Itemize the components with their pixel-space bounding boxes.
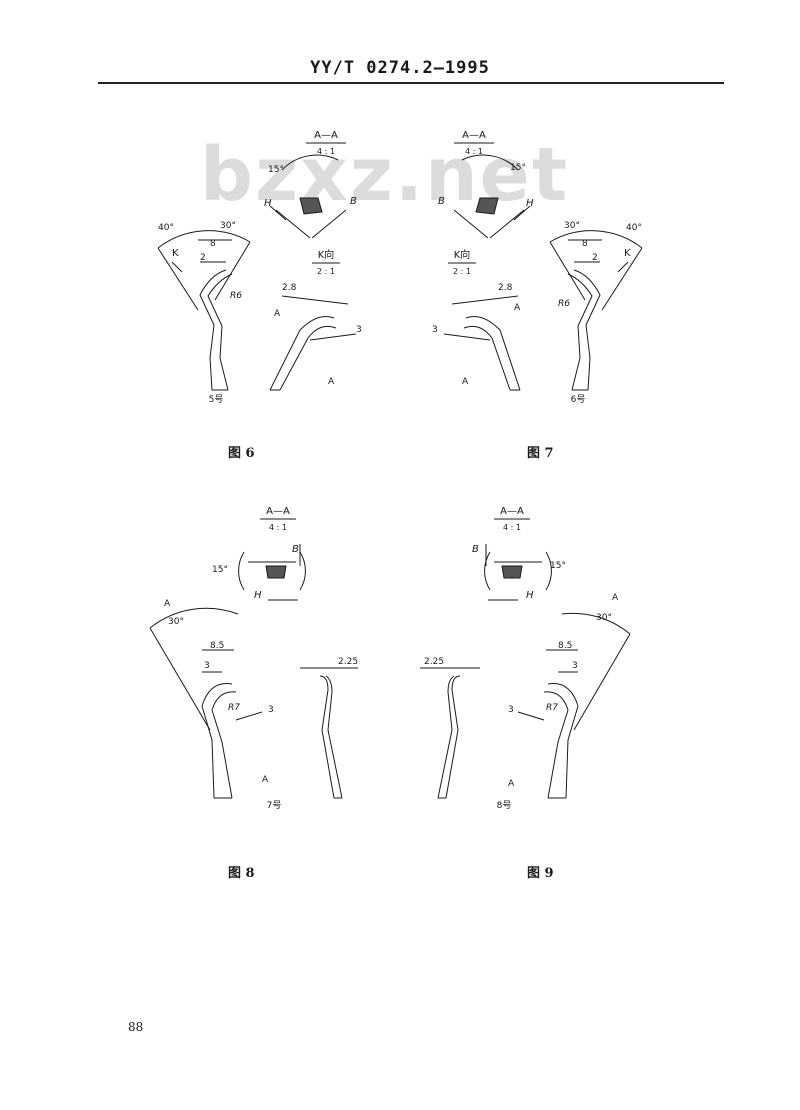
fig6-angle-section: 15° — [268, 165, 284, 175]
fig6-dim-2: 2 — [200, 253, 206, 263]
fig9-A-lower: A — [508, 779, 515, 789]
fig9-radius: R7 — [546, 703, 558, 713]
fig7-A-lower: A — [462, 377, 469, 387]
header-rule — [98, 82, 724, 84]
watermark: bzxz.net — [200, 132, 570, 218]
fig7-view-scale: 2 : 1 — [453, 267, 471, 276]
fig9-section-title: A—A — [500, 506, 524, 517]
fig9-section-scale: 4 : 1 — [503, 523, 521, 532]
figure-8-drawing: A—A 4 : 1 15° B H A 30° 8.5 3 R7 3 — [149, 506, 358, 811]
fig7-label-B: B — [438, 196, 445, 207]
fig9-model: 8号 — [497, 800, 512, 811]
fig8-dim-8-5: 8.5 — [210, 641, 224, 651]
fig8-section-title: A—A — [266, 506, 290, 517]
fig6-A-lower: A — [328, 377, 335, 387]
fig7-section-scale: 4 : 1 — [465, 147, 483, 156]
fig7-angle-section: 15° — [510, 163, 526, 173]
fig8-dim-3-top: 3 — [204, 661, 210, 671]
fig6-section-title: A—A — [314, 130, 338, 141]
fig6-dim-8: 8 — [210, 239, 216, 249]
fig8-A-lower: A — [262, 775, 269, 785]
page-number: 88 — [128, 1020, 144, 1034]
fig7-section-title: A—A — [462, 130, 486, 141]
fig7-K: K — [624, 248, 631, 259]
fig6-angle-right: 30° — [220, 221, 236, 231]
fig8-dim-3-side: 3 — [268, 705, 274, 715]
figure-7-drawing: A—A 4 : 1 15° B H 30° 40° K 8 2 R6 — [432, 130, 643, 405]
fig7-dim-2-8: 2.8 — [498, 283, 513, 293]
fig6-angle-left: 40° — [158, 223, 174, 233]
fig8-section-scale: 4 : 1 — [269, 523, 287, 532]
fig8-radius: R7 — [228, 703, 240, 713]
fig9-dim-3-top: 3 — [572, 661, 578, 671]
figure-9-caption: 图 9 — [527, 866, 554, 881]
fig9-angle-section: 15° — [550, 561, 566, 571]
fig8-angle-section: 15° — [212, 565, 228, 575]
fig6-A-upper: A — [274, 309, 281, 319]
fig8-model: 7号 — [267, 800, 282, 811]
fig7-A-upper: A — [514, 303, 521, 313]
fig6-label-B: B — [350, 196, 357, 207]
fig6-K: K — [172, 248, 179, 259]
fig9-dim-3-side: 3 — [508, 705, 514, 715]
fig6-dim-2-8: 2.8 — [282, 283, 297, 293]
fig7-dim-8: 8 — [582, 239, 588, 249]
figure-6-caption: 图 6 — [228, 446, 255, 461]
fig9-label-H: H — [526, 590, 534, 601]
fig7-label-H: H — [526, 198, 534, 209]
fig6-label-H: H — [264, 198, 272, 209]
fig6-section-scale: 4 : 1 — [317, 147, 335, 156]
fig9-dim-8-5: 8.5 — [558, 641, 572, 651]
fig7-radius: R6 — [558, 299, 570, 309]
fig6-view-title: K向 — [318, 248, 335, 261]
fig7-angle-right: 40° — [626, 223, 642, 233]
fig9-A-upper: A — [612, 593, 619, 603]
fig9-dim-2-25: 2.25 — [424, 657, 444, 667]
fig6-dim-3: 3 — [356, 325, 362, 335]
fig7-angle-left: 30° — [564, 221, 580, 231]
fig7-dim-3: 3 — [432, 325, 438, 335]
figure-6-drawing: A—A 4 : 1 15° H B 40° 30° K 8 2 — [157, 130, 362, 405]
fig8-dim-2-25: 2.25 — [338, 657, 358, 667]
fig9-label-B: B — [472, 544, 479, 555]
fig8-angle: 30° — [168, 617, 184, 627]
fig8-A-upper: A — [164, 599, 171, 609]
fig7-dim-2: 2 — [592, 253, 598, 263]
standard-header: YY/T 0274.2—1995 — [310, 58, 490, 78]
figure-8-caption: 图 8 — [228, 866, 255, 881]
figure-7-caption: 图 7 — [527, 446, 554, 461]
fig6-model: 5号 — [209, 394, 224, 405]
fig7-view-title: K向 — [454, 248, 471, 261]
fig6-view-scale: 2 : 1 — [317, 267, 335, 276]
fig8-label-B: B — [292, 544, 299, 555]
figure-9-drawing: A—A 4 : 1 15° B H A 30° 8.5 3 R7 3 — [420, 506, 631, 811]
fig6-radius: R6 — [230, 291, 242, 301]
fig7-model: 6号 — [571, 394, 586, 405]
fig8-label-H: H — [254, 590, 262, 601]
fig9-angle: 30° — [596, 613, 612, 623]
